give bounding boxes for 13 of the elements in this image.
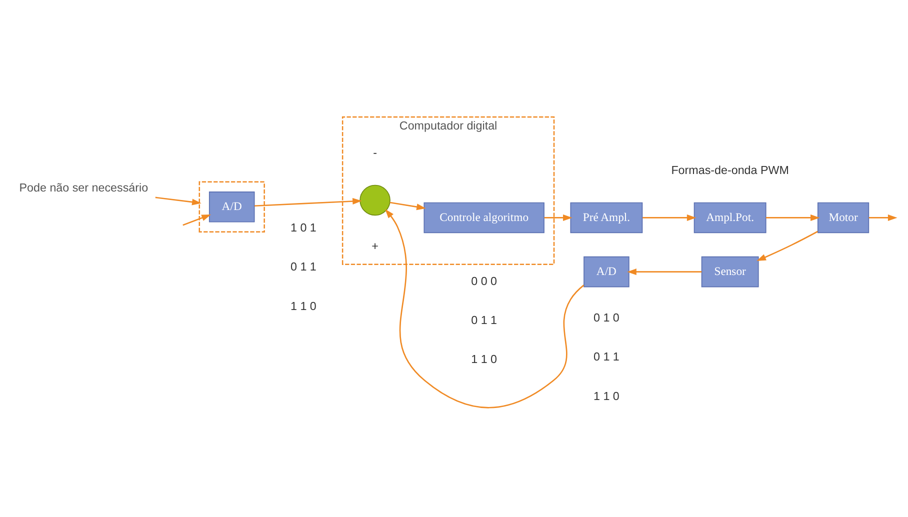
- label: 1 1 0: [290, 299, 316, 312]
- label: Formas-de-onda PWM: [671, 164, 789, 177]
- label: 1 0 1: [290, 221, 316, 234]
- label: 0 1 1: [290, 260, 316, 274]
- label: 0 1 1: [594, 350, 620, 364]
- label: +: [372, 239, 378, 252]
- label: 1 1 0: [594, 389, 620, 402]
- label: 0 1 1: [471, 314, 498, 327]
- node-text: Pode não ser necessário: [19, 181, 148, 194]
- label: 1 1 0: [471, 352, 498, 366]
- label: -: [373, 146, 377, 160]
- label: 0 0 0: [471, 274, 498, 288]
- label: 0 1 0: [594, 311, 620, 324]
